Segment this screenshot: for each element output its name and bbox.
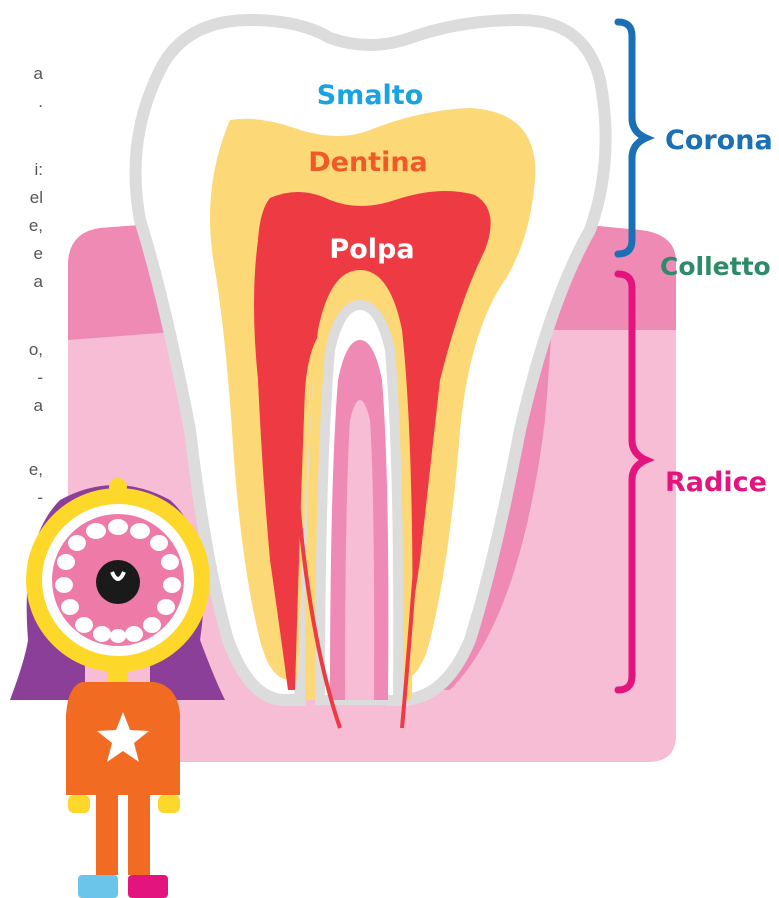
polpa-label: Polpa bbox=[329, 234, 414, 265]
mascot-left-shoe bbox=[78, 875, 118, 898]
colletto-label: Colletto bbox=[660, 252, 771, 281]
mascot-left-hand bbox=[68, 795, 90, 813]
mascot-right-hand bbox=[158, 795, 180, 813]
mascot-right-shoe bbox=[128, 875, 168, 898]
canal-gum-inner bbox=[345, 400, 374, 700]
mascot-character bbox=[10, 478, 225, 898]
corona-bracket bbox=[618, 22, 646, 254]
dentina-label: Dentina bbox=[308, 147, 428, 178]
mascot-left-leg bbox=[96, 795, 118, 875]
smalto-label: Smalto bbox=[317, 80, 424, 111]
mascot-neck bbox=[108, 668, 128, 682]
mascot-right-leg bbox=[128, 795, 150, 875]
corona-label: Corona bbox=[665, 125, 773, 156]
radice-label: Radice bbox=[665, 467, 767, 498]
mascot-eye bbox=[96, 560, 140, 604]
